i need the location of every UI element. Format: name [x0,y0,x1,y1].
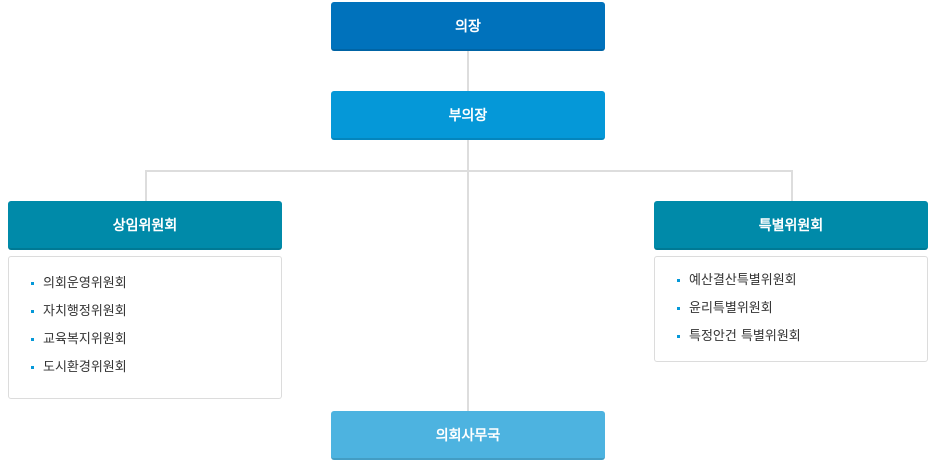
list-item-label: 도시환경위원회 [43,360,127,375]
vice-chair-label: 부의장 [448,107,488,124]
connector-vice-trunk [467,140,469,412]
list-item-label: 의회운영위원회 [43,276,127,291]
special-committee-list: 예산결산특별위원회 윤리특별위원회 특정안건 특별위원회 [655,267,927,351]
list-item: 특정안건 특별위원회 [655,323,927,351]
standing-committee-box: 상임위원회 [8,201,282,250]
standing-committee-list-panel: 의회운영위원회 자치행정위원회 교육복지위원회 도시환경위원회 [8,256,282,399]
secretariat-label: 의회사무국 [435,427,501,444]
list-item: 의회운영위원회 [9,270,281,298]
special-committee-label: 특별위원회 [758,217,824,234]
secretariat-box: 의회사무국 [331,411,605,460]
list-item: 도시환경위원회 [9,354,281,382]
list-item: 교육복지위원회 [9,326,281,354]
special-committee-box: 특별위원회 [654,201,928,250]
list-item-label: 윤리특별위원회 [689,301,773,316]
standing-committee-list: 의회운영위원회 자치행정위원회 교육복지위원회 도시환경위원회 [9,270,281,382]
connector-chair-vice [467,50,469,92]
list-item: 예산결산특별위원회 [655,267,927,295]
connector-horizontal [145,170,793,172]
list-item: 자치행정위원회 [9,298,281,326]
bullet-icon [677,279,680,282]
connector-right-drop [791,170,793,202]
chair-box: 의장 [331,2,605,51]
bullet-icon [677,335,680,338]
special-committee-list-panel: 예산결산특별위원회 윤리특별위원회 특정안건 특별위원회 [654,256,928,362]
bullet-icon [31,338,34,341]
standing-committee-label: 상임위원회 [112,217,178,234]
vice-chair-box: 부의장 [331,91,605,140]
list-item-label: 예산결산특별위원회 [689,273,797,288]
list-item-label: 자치행정위원회 [43,304,127,319]
list-item: 윤리특별위원회 [655,295,927,323]
bullet-icon [31,282,34,285]
bullet-icon [31,310,34,313]
list-item-label: 특정안건 특별위원회 [689,329,801,344]
bullet-icon [31,366,34,369]
connector-left-drop [145,170,147,202]
list-item-label: 교육복지위원회 [43,332,127,347]
bullet-icon [677,307,680,310]
chair-label: 의장 [455,18,481,35]
